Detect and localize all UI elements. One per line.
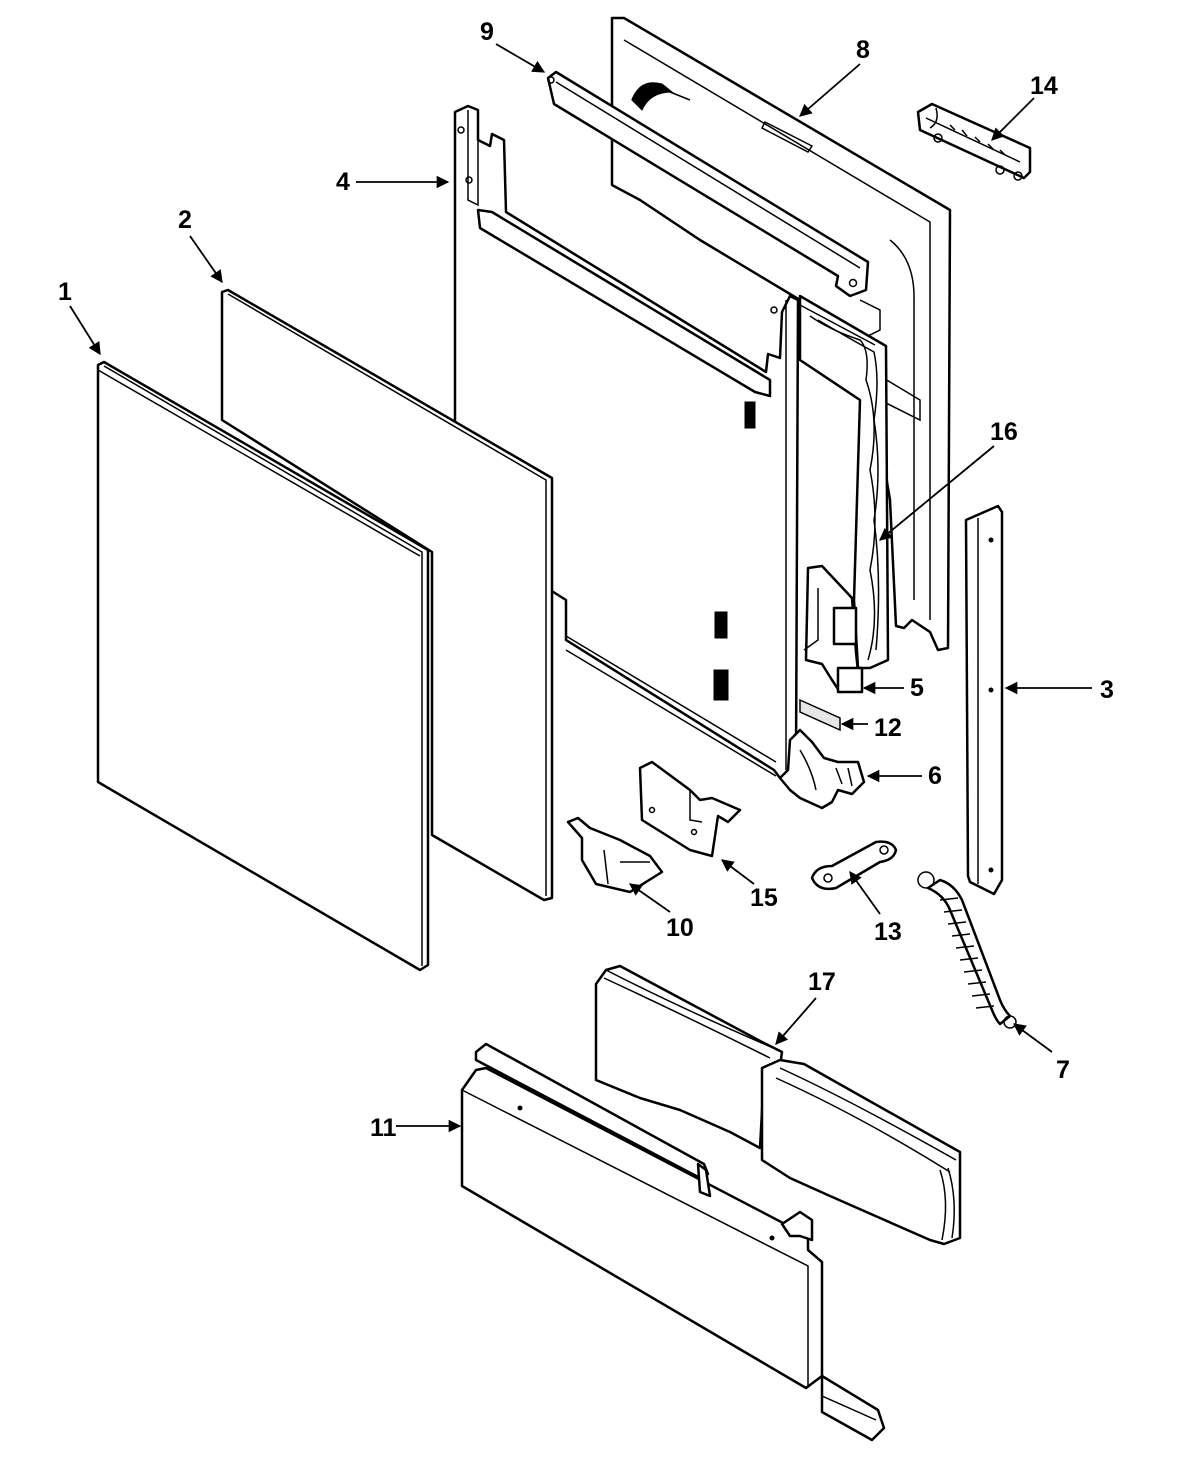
callout-14: 14 xyxy=(991,72,1058,141)
leader-line-15 xyxy=(720,859,755,885)
part-4-door-panel xyxy=(453,104,800,780)
part-3-side-trim xyxy=(964,504,1004,896)
callout-6: 6 xyxy=(866,762,942,790)
leader-line-14 xyxy=(991,97,1035,141)
part-5-latch xyxy=(803,564,864,694)
leader-line-2 xyxy=(189,235,223,284)
callout-17: 17 xyxy=(775,968,836,1045)
callout-label-1: 1 xyxy=(58,278,72,306)
callout-4: 4 xyxy=(336,168,450,196)
part-11-kick-panel xyxy=(460,1042,886,1442)
part-2-middle-panel xyxy=(220,288,554,902)
callout-label-6: 6 xyxy=(928,762,942,790)
callout-label-8: 8 xyxy=(856,36,870,64)
callout-label-13: 13 xyxy=(874,918,902,946)
leader-line-13 xyxy=(849,870,881,915)
part-14-handle xyxy=(916,102,1032,181)
part-6-hinge xyxy=(778,728,866,810)
callout-label-10: 10 xyxy=(666,914,694,942)
callout-label-5: 5 xyxy=(910,674,924,702)
callout-label-11: 11 xyxy=(370,1114,397,1142)
callout-9: 9 xyxy=(480,18,546,73)
callout-5: 5 xyxy=(862,674,924,702)
callout-label-15: 15 xyxy=(750,884,778,912)
leader-line-9 xyxy=(495,43,546,73)
part-1-outer-panel xyxy=(96,360,430,972)
callout-15: 15 xyxy=(720,859,778,912)
callout-16: 16 xyxy=(879,418,1018,541)
leader-line-10 xyxy=(628,883,671,913)
part-7-spring xyxy=(917,871,1017,1029)
callout-label-12: 12 xyxy=(874,714,902,742)
callout-label-17: 17 xyxy=(808,968,836,996)
callout-label-2: 2 xyxy=(178,206,192,234)
part-13-link xyxy=(810,840,898,891)
callout-10: 10 xyxy=(628,883,694,942)
callout-label-7: 7 xyxy=(1056,1056,1070,1084)
callout-8: 8 xyxy=(799,36,870,117)
part-9-top-rail xyxy=(546,70,870,298)
callout-1: 1 xyxy=(58,278,101,356)
callout-label-9: 9 xyxy=(480,18,494,46)
part-12-pad xyxy=(799,698,841,732)
callout-13: 13 xyxy=(849,870,902,946)
leader-line-7 xyxy=(1012,1023,1053,1053)
callout-label-3: 3 xyxy=(1100,676,1114,704)
part-15-bracket xyxy=(638,760,742,858)
leader-line-8 xyxy=(799,63,861,117)
callout-label-4: 4 xyxy=(336,168,350,196)
callout-3: 3 xyxy=(1004,676,1114,704)
leader-line-17 xyxy=(775,997,817,1045)
part-17-insulation xyxy=(594,964,962,1246)
callout-label-16: 16 xyxy=(990,418,1018,446)
leader-line-16 xyxy=(879,445,995,541)
callout-12: 12 xyxy=(840,714,902,742)
part-10-clip xyxy=(566,816,664,894)
callout-label-14: 14 xyxy=(1030,72,1058,100)
leader-line-1 xyxy=(69,305,101,356)
callout-11: 11 xyxy=(370,1114,462,1142)
callout-2: 2 xyxy=(178,206,223,284)
callout-7: 7 xyxy=(1012,1023,1070,1084)
